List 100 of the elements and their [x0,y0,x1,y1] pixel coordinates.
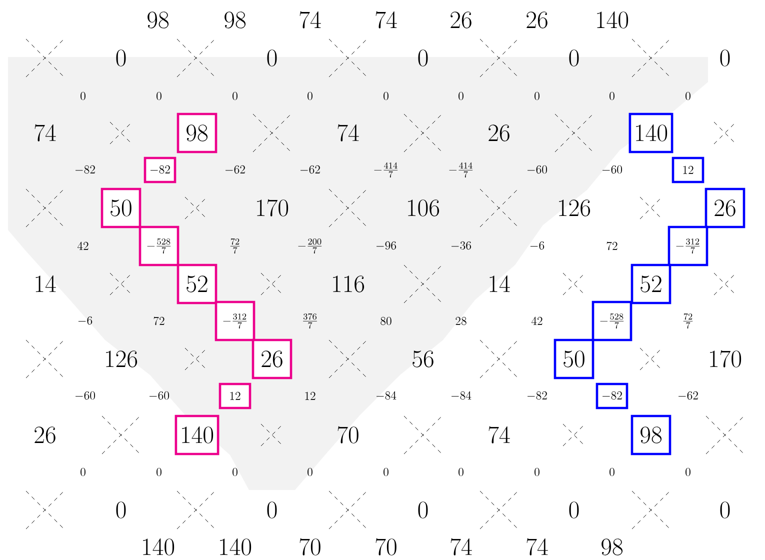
number-label: $74$ [526,538,548,556]
number-label: $0$ [686,468,690,476]
number-box: $26$ [704,188,746,228]
number-box: $140$ [174,414,220,456]
number-label: $-60$ [602,165,622,174]
number-label: $\frac{72}{7}$ [683,313,693,328]
number-label: $80$ [380,316,392,326]
number-label: $74$ [338,124,359,142]
number-label: $116$ [333,276,364,292]
number-label: $98$ [602,538,623,556]
number-label: $-6$ [78,316,92,325]
number-label: $-96$ [376,241,396,250]
number-label: $0$ [569,502,579,518]
number-box: $-82$ [144,156,176,184]
number-label: $0$ [384,468,388,476]
number-box: $-\frac{528}{7}$ [138,226,180,266]
number-label: $0$ [720,502,730,518]
number-label: $-84$ [376,391,396,400]
number-label: $126$ [106,350,138,368]
number-label: $26$ [450,12,472,28]
number-label: $0$ [418,50,428,66]
number-label: $0$ [232,468,238,476]
number-box: $52$ [630,264,672,304]
number-label: $70$ [300,538,320,556]
number-label: $74$ [488,426,510,444]
number-label: $42$ [77,242,88,250]
number-label: $0$ [610,92,614,100]
number-label: $0$ [80,468,86,476]
number-label: $-82$ [527,391,547,400]
number-label: $0$ [267,502,277,518]
number-label: $0$ [686,92,690,100]
number-label: $12$ [305,392,316,400]
number-label: $98$ [224,12,246,28]
number-box: $50$ [554,338,594,380]
number-box: $-\frac{312}{7}$ [214,300,256,342]
number-label: $-84$ [451,391,472,400]
number-label: $26$ [34,426,56,444]
number-label: $140$ [597,11,628,28]
number-label: $-\frac{414}{7}$ [374,162,398,178]
number-label: $14$ [36,275,56,292]
number-box: $98$ [630,414,672,456]
number-label: $0$ [418,502,428,518]
number-label: $0$ [720,50,730,66]
number-box: $-82$ [596,382,628,410]
number-label: $-60$ [76,391,95,400]
number-label: $0$ [458,92,464,100]
number-box: $-\frac{312}{7}$ [668,226,708,266]
number-label: $-60$ [150,391,169,400]
number-label: $0$ [308,92,312,100]
number-label: $74$ [450,538,472,556]
number-label: $0$ [308,468,312,476]
number-label: $26$ [526,12,548,28]
number-label: $70$ [376,538,396,556]
number-label: $0$ [156,468,162,476]
number-label: $106$ [408,200,440,216]
number-label: $0$ [232,92,238,100]
number-label: $0$ [267,50,277,66]
number-label: $140$ [143,538,174,556]
number-label: $74$ [300,11,321,28]
number-label: $126$ [559,200,590,216]
number-label: $-\frac{414}{7}$ [449,162,473,178]
number-label: $0$ [116,502,126,518]
number-box: $26$ [252,338,292,380]
number-label: $74$ [34,124,56,142]
number-label: $0$ [610,468,614,476]
number-label: $-\frac{200}{7}$ [298,238,322,254]
number-label: $\frac{376}{7}$ [303,313,317,328]
number-label: $42$ [531,316,542,325]
number-label: $-36$ [451,241,471,250]
number-label: $0$ [534,468,540,476]
number-label: $-62$ [226,165,245,174]
number-label: $0$ [569,50,579,66]
number-label: $170$ [257,199,288,216]
number-label: $56$ [412,350,434,368]
number-label: $28$ [456,316,466,326]
number-label: $98$ [148,12,169,28]
number-box: $98$ [176,112,218,154]
number-label: $0$ [116,50,126,66]
number-label: $0$ [156,92,162,100]
number-label: $-82$ [76,165,95,174]
number-label: $-62$ [678,391,698,400]
number-label: $72$ [154,316,164,326]
number-label: $\frac{72}{7}$ [230,238,240,254]
number-label: $140$ [220,538,252,556]
number-label: $74$ [376,11,397,28]
number-label: $0$ [534,92,540,100]
number-label: $0$ [80,92,86,100]
number-label: $72$ [606,242,618,250]
number-box: $52$ [176,264,218,304]
number-label: $0$ [458,468,464,476]
number-box: $12$ [672,156,704,184]
number-label: $14$ [490,275,510,292]
number-label: $-60$ [527,165,547,174]
number-box: $140$ [628,112,674,154]
number-label: $-62$ [300,165,320,174]
number-label: $70$ [338,426,358,444]
number-label: $170$ [710,350,742,368]
number-box: $12$ [218,382,252,410]
number-label: $0$ [384,92,388,100]
number-box: $50$ [100,188,142,228]
